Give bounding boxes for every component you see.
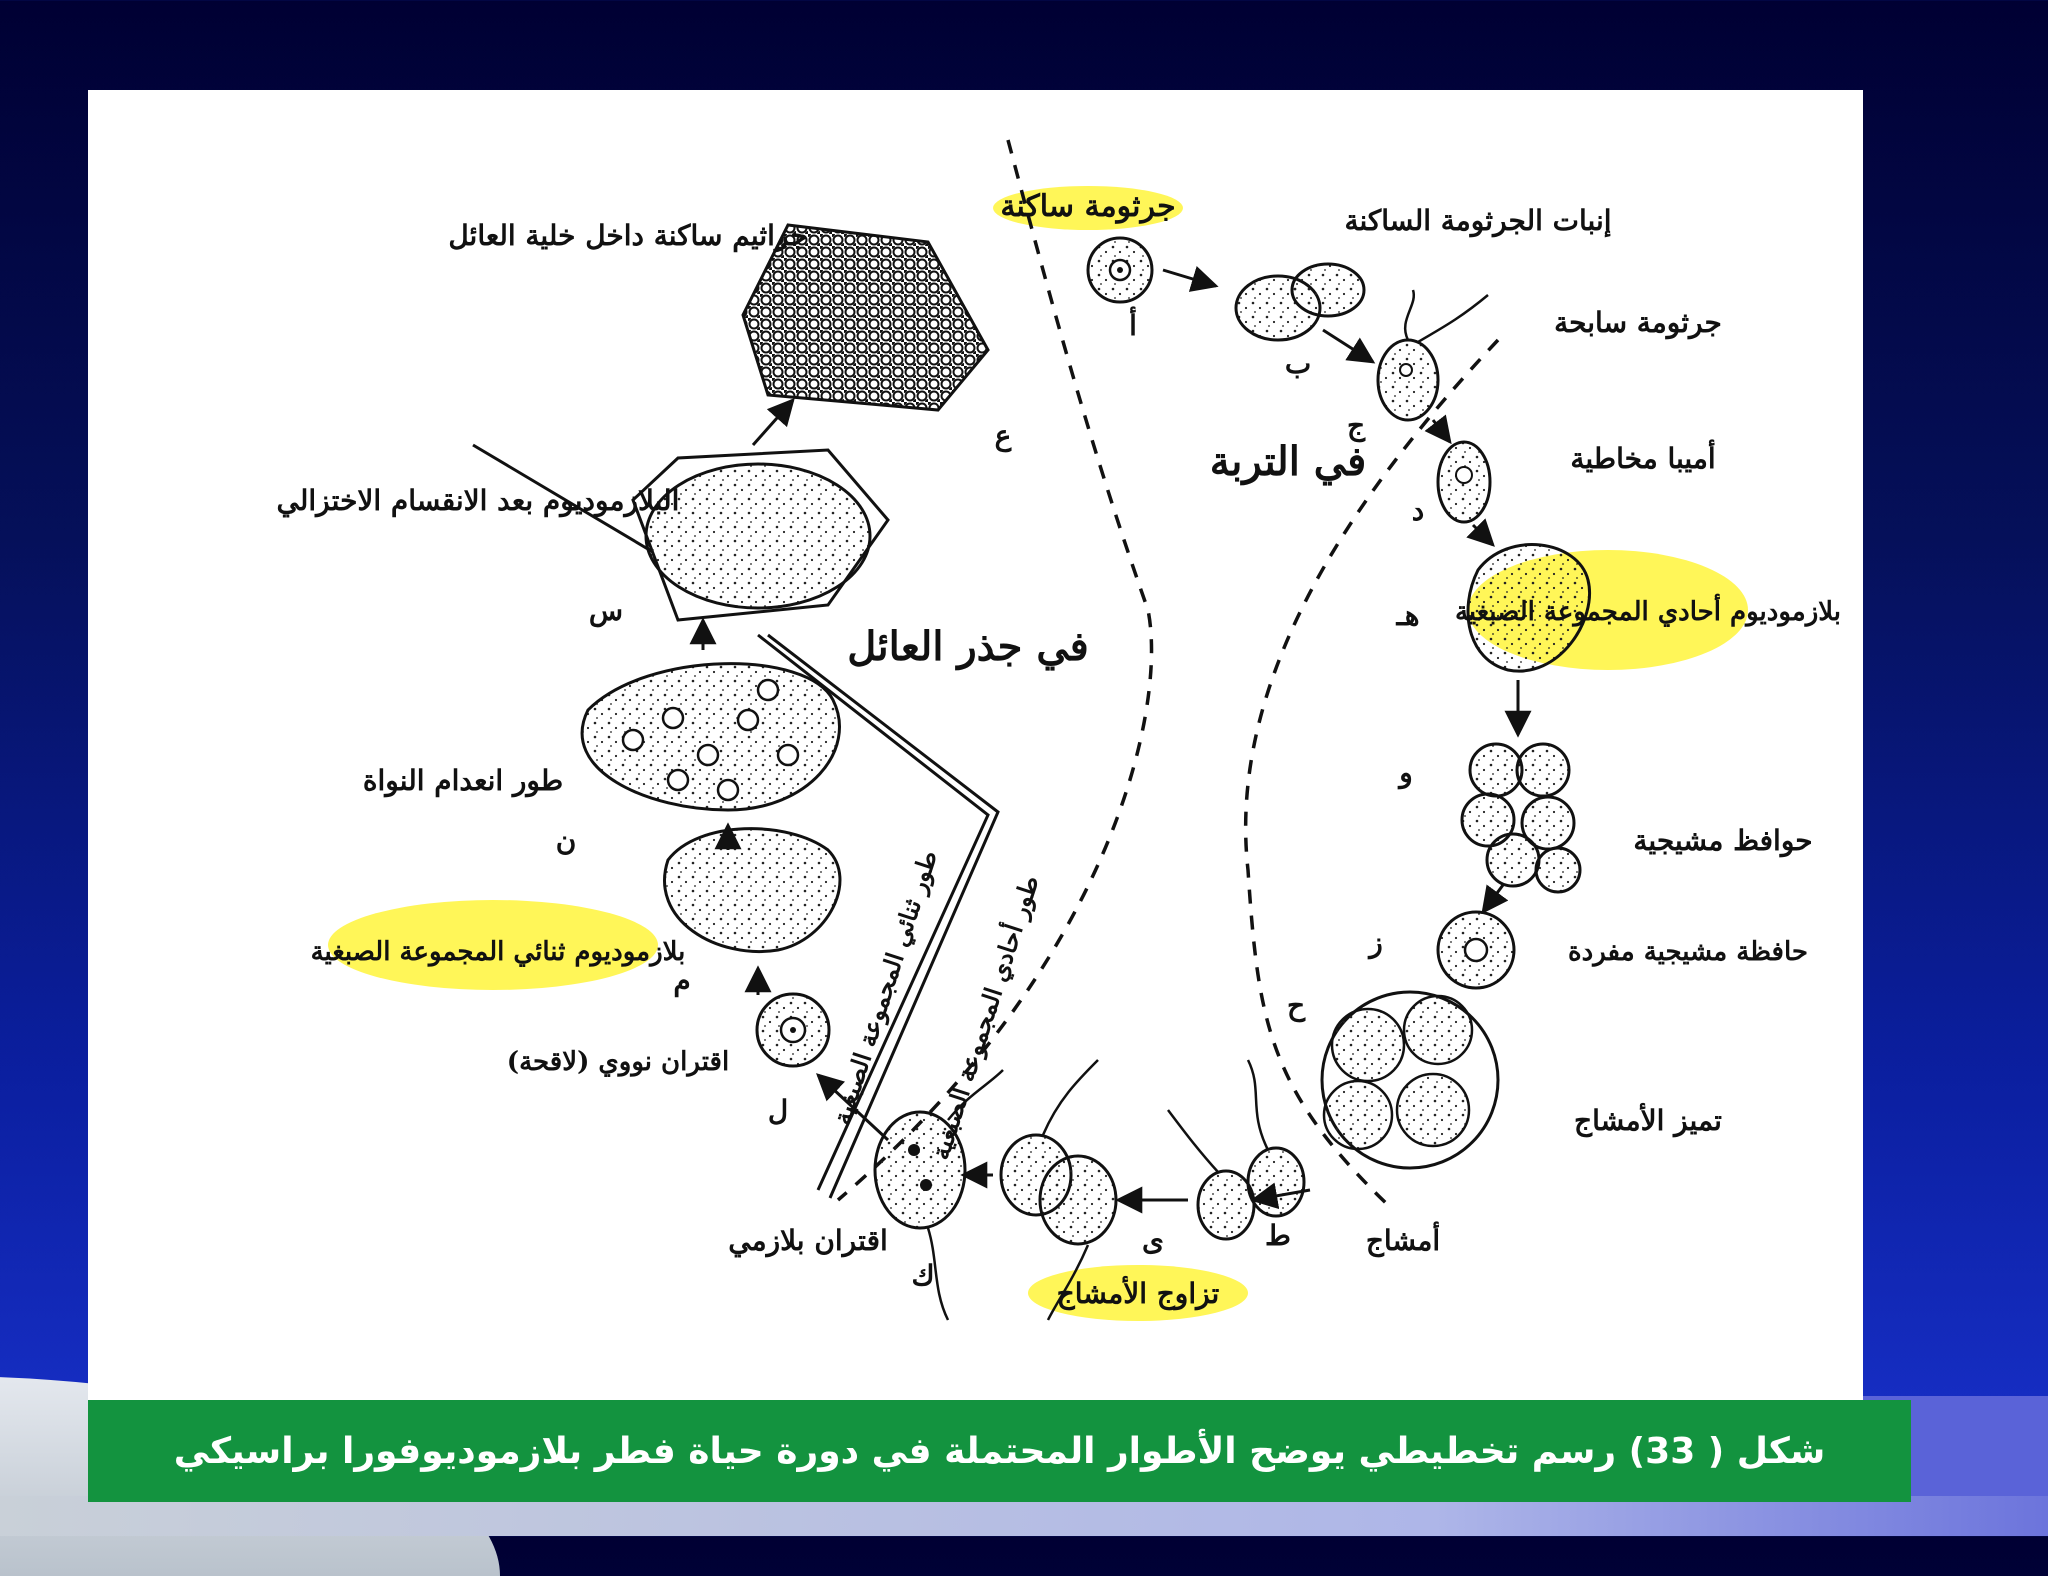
gamete-cells — [1167, 1059, 1306, 1241]
stage-letter: م — [673, 964, 690, 998]
germinating-spore-cell — [1234, 262, 1366, 342]
enucleate-plasmodium-cell — [580, 662, 841, 812]
stage-letter: أ — [1129, 307, 1137, 342]
label-plasmogamy: اقتران بلازمي — [728, 1224, 888, 1258]
stage-letter: ز — [1367, 926, 1383, 960]
phase-divider-lines — [472, 443, 1000, 1199]
diploid-plasmodium-cell — [663, 827, 842, 953]
meiotic-plasmodium-host-cell — [631, 448, 890, 622]
single-gametangium-cell — [1436, 910, 1516, 990]
stage-letter: ط — [1265, 1219, 1291, 1252]
slide-decor-band — [0, 1496, 2048, 1536]
gametangia-cluster — [1460, 742, 1582, 894]
stage-letter: ع — [995, 419, 1012, 453]
stage-letter: ج — [1347, 409, 1366, 443]
label-single-gametangium: حافظة مشيجية مفردة — [1568, 937, 1808, 967]
label-gametangia: حوافظ مشيجية — [1633, 824, 1812, 858]
stage-letter: ن — [556, 824, 577, 857]
gamete-differentiation-cell — [1320, 990, 1500, 1170]
zoospore-cell — [1376, 289, 1489, 422]
haploid-plasmodium-cell — [1466, 543, 1591, 673]
label-gametes: أمشاج — [1366, 1222, 1440, 1258]
region-boundaries — [836, 139, 1500, 1207]
karyogamy-zygote-cell — [755, 992, 831, 1068]
label-diploid-plasmodium: بلازموديوم ثنائي المجموعة الصبغية — [311, 937, 686, 967]
caption-bar: شكل ( 33) رسم تخطيطي يوضح الأطوار المحتم… — [88, 1400, 1911, 1502]
stage-letter: ب — [1285, 347, 1311, 380]
label-dormant-spores-host: جراثيم ساكنة داخل خلية العائل — [448, 219, 807, 253]
label-gamete-differentiation: تميز الأمشاج — [1574, 1103, 1722, 1138]
stage-letter: هـ — [1396, 599, 1420, 632]
resting-spores-host-cell — [741, 223, 990, 412]
label-haploid-plasmodium: بلازموديوم أحادي المجموعة الصبغية — [1455, 593, 1841, 627]
label-zoospore: جرثومة سابحة — [1554, 306, 1722, 340]
label-karyogamy: اقتران نووي (لاقحة) — [507, 1047, 729, 1077]
label-region-soil: في التربة — [1210, 438, 1366, 486]
stage-letter: ى — [1142, 1224, 1164, 1257]
stage-letter: ل — [768, 1094, 788, 1127]
label-germination: إنبات الجرثومة الساكنة — [1344, 204, 1611, 238]
label-haploid-phase: طور أحادي المجموعة الصبغية — [922, 871, 1045, 1164]
mating-gametes-cell — [999, 1059, 1118, 1321]
stage-letter: ح — [1287, 989, 1306, 1023]
stage-letter: س — [589, 594, 623, 628]
label-diploid-phase: طور ثنائي المجموعة الصبغية — [827, 847, 944, 1129]
label-dormant-spore: جرثومة ساكنة — [1000, 189, 1175, 224]
stage-letter: ك — [911, 1259, 934, 1292]
label-meiotic-plasmodium: البلازموديوم بعد الانقسام الاختزالي — [277, 484, 680, 518]
label-enucleate-phase: طور انعدام النواة — [363, 764, 563, 798]
figure-caption: شكل ( 33) رسم تخطيطي يوضح الأطوار المحتم… — [173, 1430, 1826, 1472]
myxamoeba-cell — [1436, 440, 1492, 524]
label-myxamoeba: أميبا مخاطية — [1570, 440, 1715, 475]
cycle-arrows — [689, 266, 1532, 1214]
label-gamete-mating: تزاوج الأمشاج — [1057, 1276, 1220, 1311]
plasmogamy-cell — [873, 1069, 1004, 1321]
stage-letters: أ ب ج د هـ و ز ح ط ى ك ل م ن س ع — [556, 307, 1425, 1292]
stage-letter: و — [1397, 756, 1413, 790]
dormant-spore-cell — [1086, 236, 1154, 304]
label-region-host-root: في جذر العائل — [847, 623, 1089, 671]
life-cycle-figure: جرثومة ساكنة إنبات الجرثومة الساكنة جرثو… — [88, 90, 1863, 1400]
stage-letter: د — [1412, 494, 1424, 527]
